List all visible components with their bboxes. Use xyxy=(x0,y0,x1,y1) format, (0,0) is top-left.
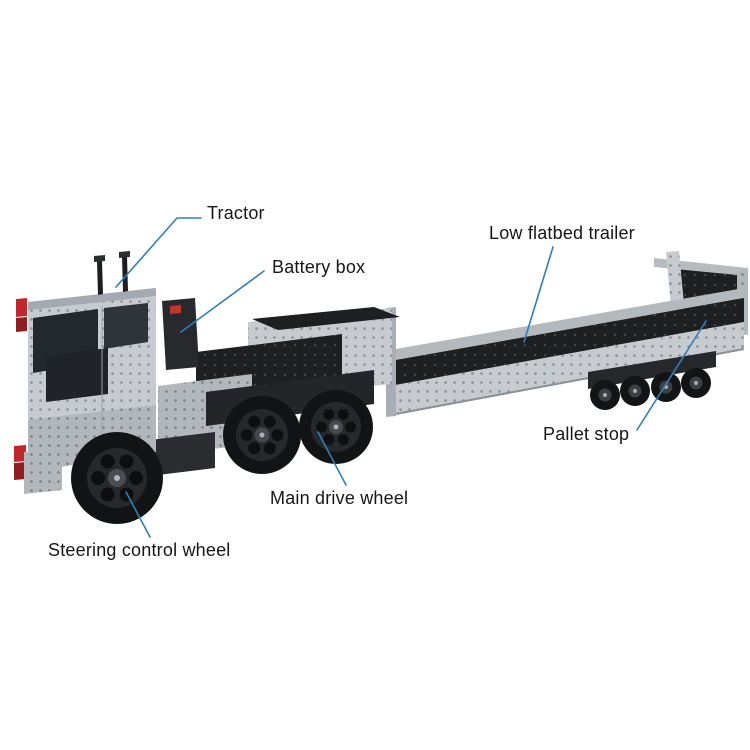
truck-illustration xyxy=(14,251,748,524)
callout-line-tractor xyxy=(115,217,202,288)
callout-line-battery-box xyxy=(180,270,265,333)
label-battery-box: Battery box xyxy=(272,257,366,277)
flatbed-trailer xyxy=(386,288,745,417)
label-tractor: Tractor xyxy=(207,203,265,223)
trailer-rear-wheels xyxy=(588,351,716,410)
side-window xyxy=(104,303,148,349)
callout-lines xyxy=(115,217,707,538)
callout-line-main-drive-wheel xyxy=(317,431,347,486)
tractor-cab xyxy=(14,251,156,494)
label-low-flatbed-trailer: Low flatbed trailer xyxy=(489,223,635,243)
steering-wheel xyxy=(71,432,163,524)
label-pallet-stop: Pallet stop xyxy=(543,424,630,444)
exhaust-stacks xyxy=(94,251,130,295)
label-main-drive-wheel: Main drive wheel xyxy=(270,488,409,508)
callout-line-pallet-stop xyxy=(636,320,707,431)
label-steering-control-wheel: Steering control wheel xyxy=(48,540,231,560)
battery-box xyxy=(162,298,199,370)
main-drive-wheels xyxy=(223,390,373,474)
callout-line-low-flatbed-trailer xyxy=(523,246,554,343)
callout-line-steering-control-wheel xyxy=(125,491,151,538)
